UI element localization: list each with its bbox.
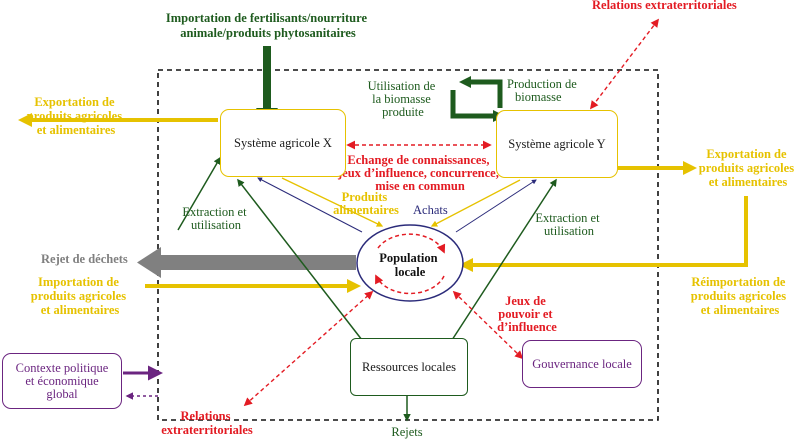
echange-label: Echange de connaissances, jeux d’influen… [337,153,502,193]
relations-bottom-label: Relations extraterritoriales [161,409,253,437]
utilisation-biomasse-arrow [450,90,495,119]
relations-top-label: Relations extraterritoriales [592,0,737,12]
population-internal-cycle-2 [375,274,445,295]
gouvernance-box: Gouvernance locale [522,340,642,388]
gouvernance-label: Gouvernance locale [532,356,632,371]
jeux-pouvoir-arrow [452,290,524,360]
production-biomasse-arrow [470,79,503,108]
population-ellipse [356,224,464,302]
import-left-label: Importation de produits agricoles et ali… [31,275,129,317]
system-x-box: Système agricole X [220,109,346,177]
extraction-x-arrow [177,156,221,231]
ressources-box: Ressources locales [350,338,468,396]
import-left-arrowhead [347,279,361,293]
export-left-label: Exportation de produits agricoles et ali… [27,95,125,137]
produits-alimentaires-label: Produits alimentaires [333,190,399,217]
reimport-right-label: Réimportation de produits agricoles et a… [691,275,789,317]
ressources-label: Ressources locales [361,359,457,374]
system-y-box: Système agricole Y [496,110,618,178]
system-y-label: Système agricole Y [508,136,606,151]
export-right-arrowhead [683,161,697,175]
rejet-dechets-arrow [160,255,356,270]
reimport-right-arrow [472,196,748,267]
reimport-right-arrowhead [459,258,473,272]
export-left-arrowhead [18,113,32,127]
extraction-right-label: Extraction et utilisation [535,211,602,238]
jeux-pouvoir-label: Jeux de pouvoir et d’influence [497,294,557,334]
population-label: Population locale [379,251,440,279]
export-right-label: Exportation de produits agricoles et ali… [699,147,797,189]
contexte-label-1: Contexte politique [15,360,109,375]
produits-to-population-y [430,179,521,227]
extraction-left-label: Extraction et utilisation [182,205,249,232]
rejet-dechets-label: Rejet de déchets [41,252,128,266]
production-biomasse-arrowhead [459,76,471,88]
achats-to-y [455,179,537,233]
utilisation-biomasse-label: Utilisation de la biomasse produite [368,79,439,119]
contexte-label-2: et économique [25,373,99,388]
produits-to-population-x [281,177,384,227]
system-x-label: Système agricole X [234,135,332,150]
import-top-label: Importation de fertilisants/nourriture a… [166,11,370,40]
production-biomasse-label: Production de biomasse [507,77,580,104]
relations-bottom-arrow [243,290,374,407]
rejets-label: Rejets [391,425,422,439]
contexte-label-3: global [46,386,78,401]
population-internal-cycle [377,233,446,254]
achats-to-x [257,177,363,233]
rejet-dechets-arrowhead [137,247,161,278]
achats-label: Achats [413,203,448,217]
relations-top-arrow [589,18,660,110]
contexte-box: Contexte politique et économique global [2,353,122,409]
